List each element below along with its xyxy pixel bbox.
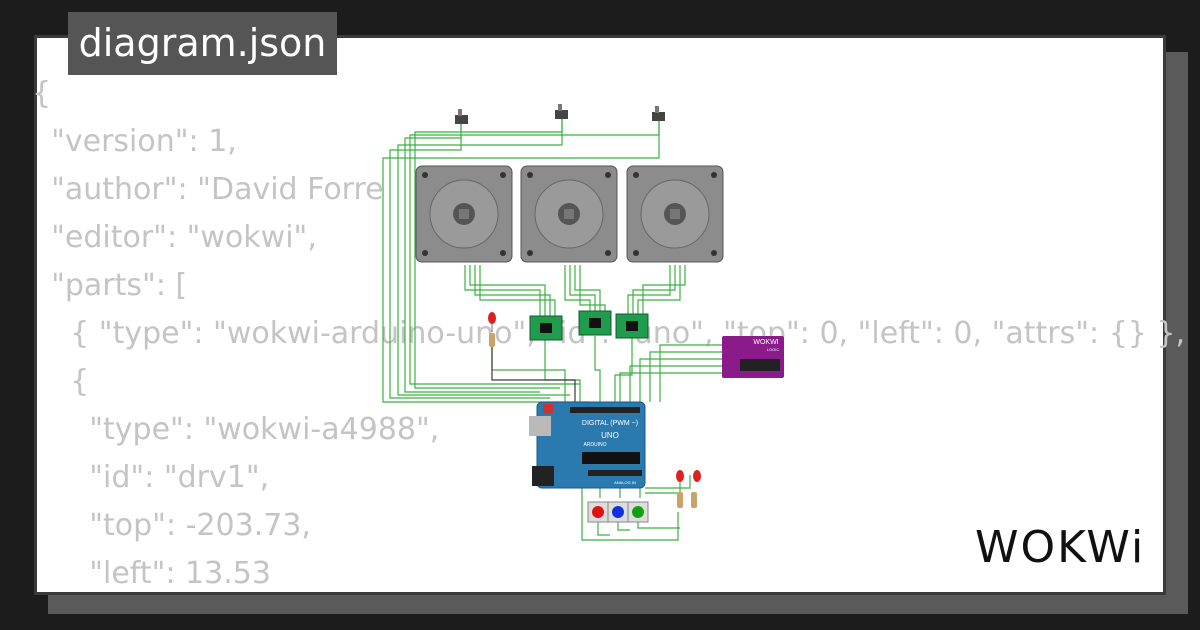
- code-line: "id": "drv1",: [32, 460, 270, 495]
- arduino-digital-label: DIGITAL (PWM ~): [582, 420, 638, 427]
- pushbutton-green: [627, 501, 649, 523]
- arduino-uno: DIGITAL (PWM ~) UNO ARDUINO ANALOG IN: [529, 401, 646, 489]
- led: [488, 312, 496, 332]
- code-line: "type": "wokwi-a4988",: [32, 412, 440, 447]
- arduino-board-label: UNO: [601, 431, 619, 440]
- code-line: {: [32, 76, 52, 111]
- pushbutton-red: [587, 501, 609, 523]
- logic-analyzer-sub: LOGIC: [767, 347, 780, 352]
- arduino-brand-label: ARDUINO: [583, 442, 606, 448]
- wokwi-logo: WOKWi: [975, 522, 1146, 573]
- stepper-motor: [520, 165, 618, 263]
- arduino-analog-label: ANALOG IN: [614, 480, 636, 485]
- wires: [382, 119, 722, 541]
- code-line: "parts": [: [32, 268, 188, 303]
- pushbutton-blue: [607, 501, 629, 523]
- a4988-driver: [529, 315, 563, 341]
- slide-switch: [555, 104, 568, 119]
- a4988-driver: [615, 313, 649, 339]
- resistor: [691, 492, 697, 508]
- logic-analyzer-brand: WOKWI: [753, 339, 778, 346]
- stepper-motor: [626, 165, 724, 263]
- led: [693, 470, 701, 482]
- a4988-driver: [578, 310, 612, 336]
- resistor: [677, 492, 683, 508]
- code-line: "author": "David Forre: [32, 172, 384, 207]
- code-line: "top": -203.73,: [32, 508, 311, 543]
- code-line: {: [32, 364, 90, 399]
- stepper-motor: [415, 165, 513, 263]
- led: [676, 470, 684, 482]
- code-line: "left": 13.53: [32, 556, 271, 591]
- logic-analyzer: WOKWI LOGIC: [722, 336, 784, 378]
- code-line: "editor": "wokwi",: [32, 220, 317, 255]
- slide-switch: [455, 109, 468, 124]
- json-code-block: { "version": 1, "author": "David Forre "…: [32, 70, 1185, 598]
- resistor: [489, 333, 495, 347]
- slide-switch: [652, 106, 665, 121]
- file-title-tag: diagram.json: [68, 12, 337, 75]
- code-line: "version": 1,: [32, 124, 237, 159]
